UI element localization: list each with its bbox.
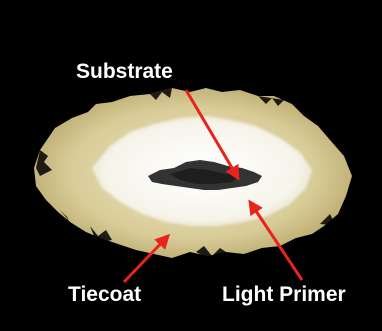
light-primer-label: Light Primer (222, 283, 346, 306)
substrate-label: Substrate (76, 60, 173, 83)
tiecoat-label: Tiecoat (68, 283, 141, 306)
